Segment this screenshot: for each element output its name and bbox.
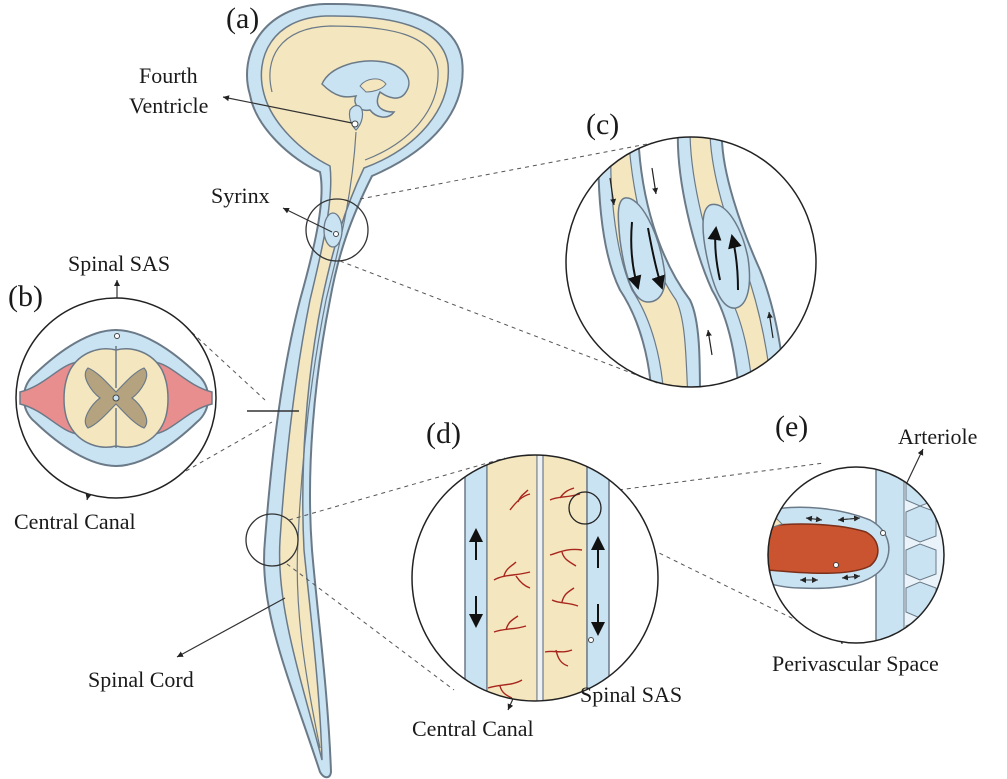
central-canal-label-d: Central Canal: [412, 716, 534, 741]
spinal-cord-label: Spinal Cord: [88, 667, 194, 692]
central-canal-label-b: Central Canal: [14, 509, 136, 534]
fourth-ventricle-label-line2: Ventricle: [129, 93, 208, 118]
panel-label-b: (b): [8, 280, 43, 315]
cns-sagittal: [246, 4, 463, 777]
cord-detail-d: [412, 450, 658, 710]
arteriole-label: Arteriole: [898, 424, 977, 449]
perivascular-detail-e: [768, 460, 944, 660]
spinal-sas-label-d: Spinal SAS: [580, 682, 682, 707]
syrinx-label: Syrinx: [211, 183, 270, 208]
panel-label-d: (d): [426, 417, 461, 452]
panel-label-a: (a): [226, 2, 259, 37]
panel-label-e: (e): [775, 410, 808, 445]
perivascular-space-label: Perivascular Space: [772, 651, 939, 676]
cross-section-b: [16, 298, 216, 498]
spinal-sas-label-b: Spinal SAS: [68, 251, 170, 276]
panel-label-c: (c): [586, 108, 619, 143]
syrinx-detail-c: [566, 130, 816, 400]
fourth-ventricle-label-line1: Fourth: [139, 63, 198, 88]
